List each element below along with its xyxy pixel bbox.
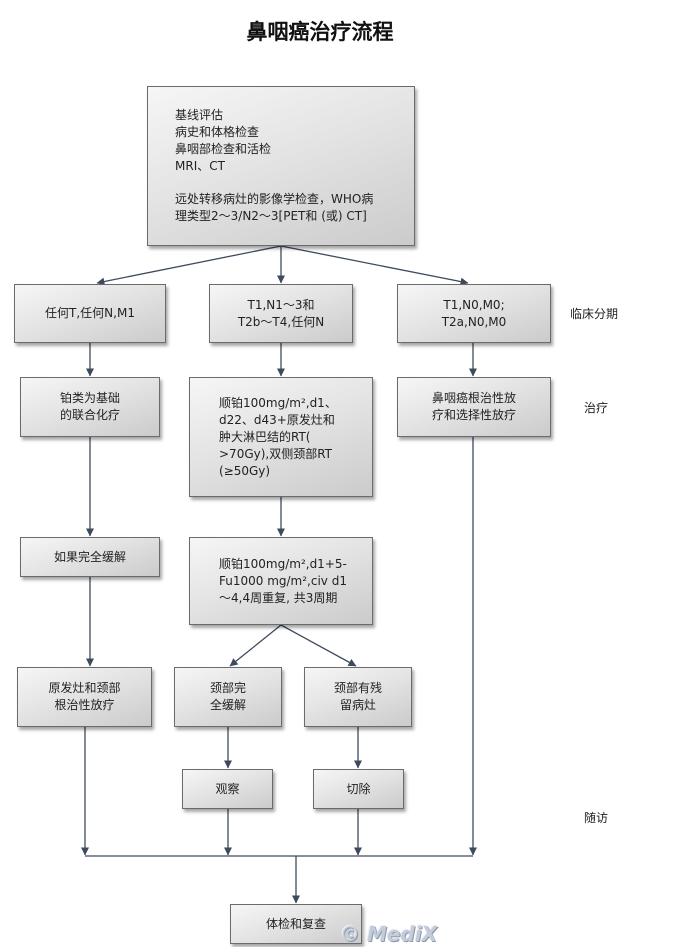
box-text-line: ～4,4周重复, 共3周期 xyxy=(219,590,338,605)
box-locoregional-radiotherapy: 原发灶和颈部 根治性放疗 xyxy=(17,667,152,727)
arrow-baseline-to-early xyxy=(280,245,469,286)
box-text-line: d22、d43+原发灶和 xyxy=(219,412,335,427)
box-text-line: 病史和体格检查 xyxy=(175,125,260,139)
arrow-adjuvant-to-neck-residual xyxy=(280,624,357,667)
box-text-line: 的联合化疗 xyxy=(59,408,120,422)
label-follow-up: 随访 xyxy=(584,811,609,825)
box-baseline-assessment: 基线评估 病史和体格检查 鼻咽部检查和活检 MRI、CT 远处转移病灶的影像学检… xyxy=(147,86,415,246)
box-text-line: 顺铂100mg/m²,d1、 xyxy=(219,395,337,410)
box-text-line: 全缓解 xyxy=(209,698,246,712)
label-clinical-staging: 临床分期 xyxy=(570,307,619,321)
box-text-line: 切除 xyxy=(346,781,371,796)
box-observation: 观察 xyxy=(182,769,273,809)
box-definitive-radiotherapy: 鼻咽癌根治性放 疗和选择性放疗 xyxy=(397,377,551,437)
box-platinum-chemo: 铂类为基础 的联合化疗 xyxy=(20,377,160,437)
box-neck-complete-response: 颈部完 全缓解 xyxy=(174,667,282,727)
box-text-line: 鼻咽部检查和活检 xyxy=(175,142,272,156)
box-text-line: T1,N1～3和 xyxy=(247,297,315,312)
box-text-line: MRI、CT xyxy=(175,159,225,173)
box-text-line: 顺铂100mg/m²,d1+5- xyxy=(219,556,347,571)
box-text-line: 疗和选择性放疗 xyxy=(431,408,516,422)
page-title: 鼻咽癌治疗流程 xyxy=(246,20,394,44)
box-stage-early: T1,N0,M0; T2a,N0,M0 xyxy=(397,284,551,343)
box-text-line: 如果完全缓解 xyxy=(53,549,126,564)
box-text-line: 基线评估 xyxy=(175,108,224,122)
box-text-line: T1,N0,M0; xyxy=(443,297,505,312)
box-text-line: Fu1000 mg/m²,civ d1 xyxy=(219,573,347,588)
box-text-line: 原发灶和颈部 xyxy=(48,681,121,695)
box-text-line: 肿大淋巴结的RT( xyxy=(219,429,311,444)
box-concurrent-chemoradiation: 顺铂100mg/m²,d1、 d22、d43+原发灶和 肿大淋巴结的RT( >7… xyxy=(189,377,373,497)
box-adjuvant-chemo: 顺铂100mg/m²,d1+5- Fu1000 mg/m²,civ d1 ～4,… xyxy=(189,537,373,625)
box-text-line: 体检和复查 xyxy=(265,916,326,931)
box-text-line: 留病灶 xyxy=(339,698,376,712)
box-text-line: T2b～T4,任何N xyxy=(237,314,325,329)
box-text-line: T2a,N0,M0 xyxy=(441,314,507,329)
box-text-line: 观察 xyxy=(215,781,240,796)
box-text-line: 铂类为基础 xyxy=(59,391,120,405)
box-text-line: 鼻咽癌根治性放 xyxy=(431,391,516,405)
box-resection: 切除 xyxy=(313,769,404,809)
box-text-line: 颈部有残 xyxy=(333,681,382,695)
box-if-complete-response: 如果完全缓解 xyxy=(20,537,160,577)
box-stage-metastatic: 任何T,任何N,M1 xyxy=(14,284,166,343)
box-text-line: 任何T,任何N,M1 xyxy=(45,306,135,320)
box-text-line: 颈部完 xyxy=(209,681,246,695)
box-text-line: 根治性放疗 xyxy=(54,698,115,712)
arrow-adjuvant-to-neck-complete xyxy=(229,624,282,667)
box-text-line: >70Gy),双侧颈部RT xyxy=(219,446,333,461)
arrow-baseline-to-metastatic xyxy=(96,245,282,286)
medix-watermark: © MediX xyxy=(340,922,438,946)
label-treatment: 治疗 xyxy=(584,401,609,415)
box-follow-up-exam: 体检和复查 xyxy=(230,904,362,944)
box-neck-residual: 颈部有残 留病灶 xyxy=(304,667,412,727)
box-text-line: 理类型2～3/N2～3[PET和 (或) CT] xyxy=(175,209,367,223)
box-text-line: 远处转移病灶的影像学检查，WHO病 xyxy=(175,192,374,206)
box-stage-locally-advanced: T1,N1～3和 T2b～T4,任何N xyxy=(209,284,353,343)
box-text-line: (≥50Gy) xyxy=(219,463,271,478)
